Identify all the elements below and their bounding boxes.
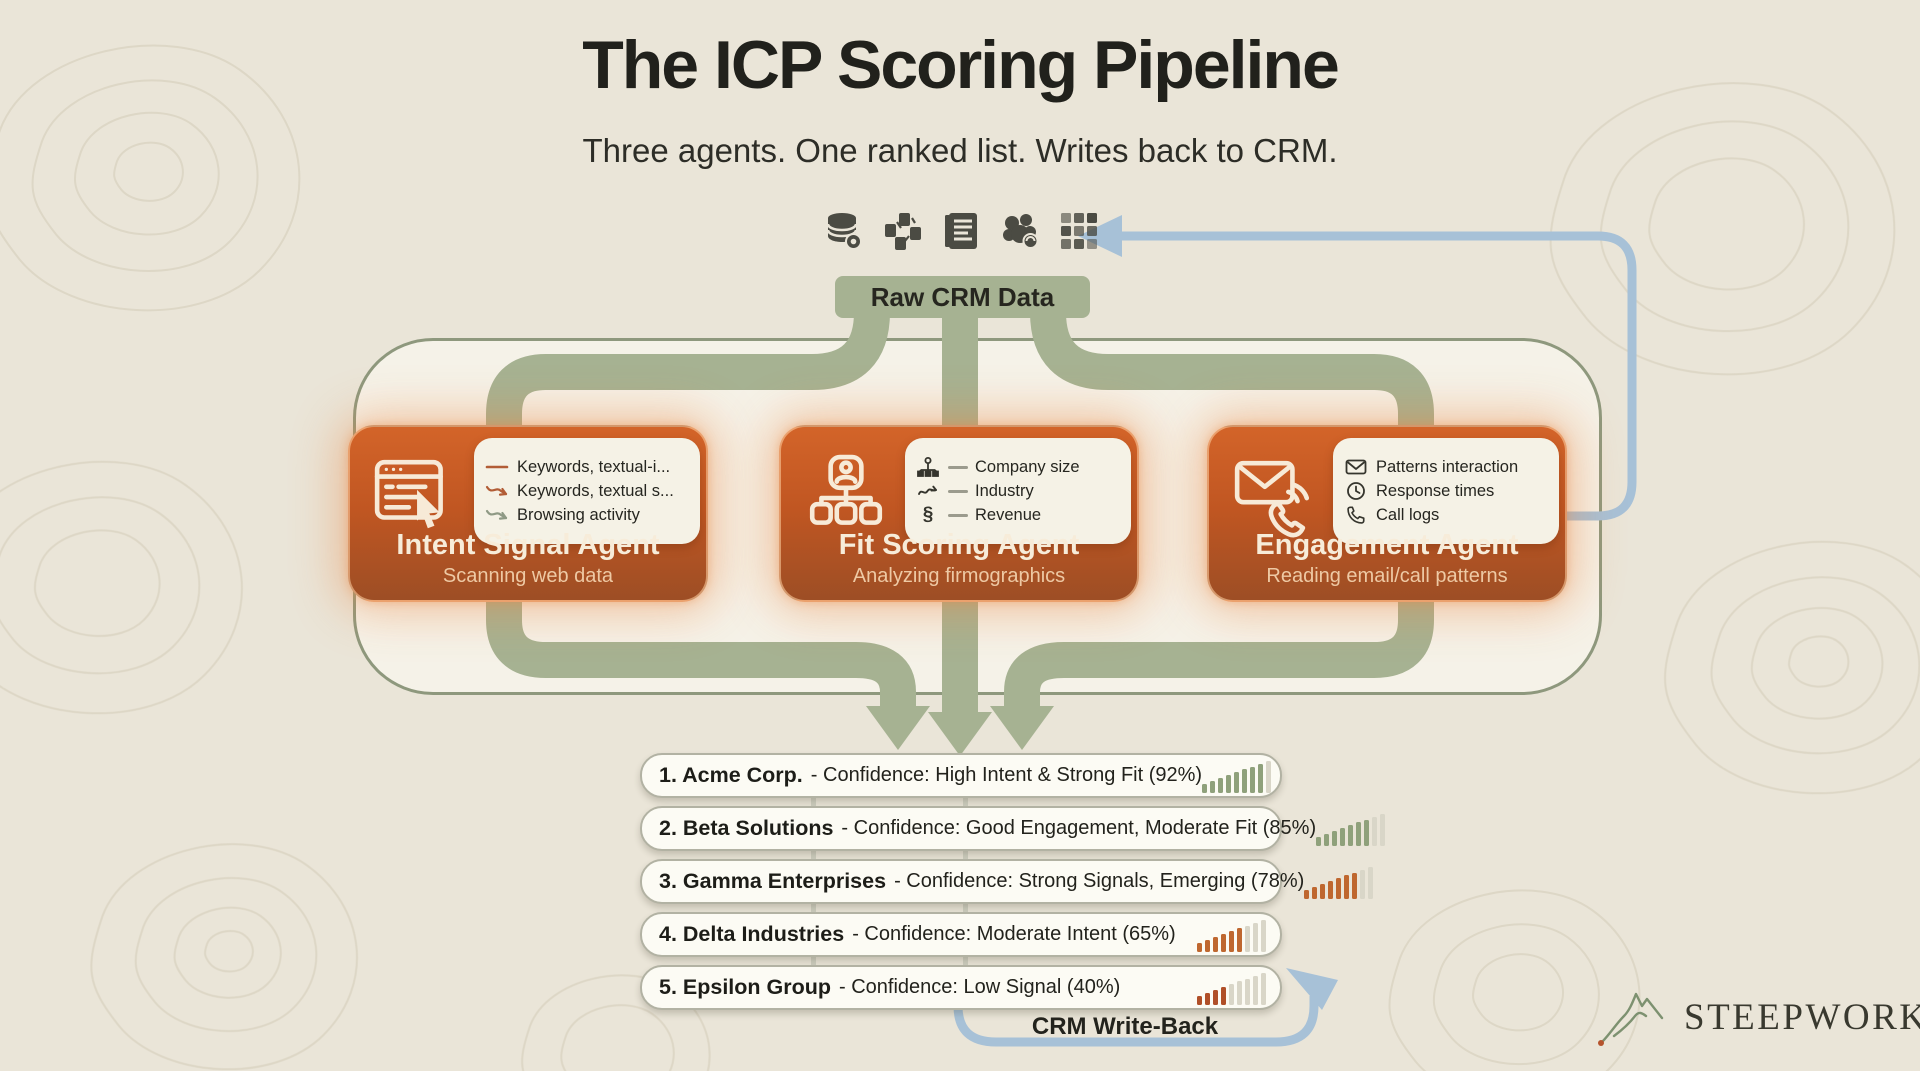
page-title: The ICP Scoring Pipeline	[582, 27, 1340, 103]
company-name: 5. Epsilon Group	[659, 975, 832, 999]
row-connector	[811, 955, 816, 966]
engagement-feature-panel: Patterns interaction Response times Call…	[1333, 438, 1559, 544]
feature-label: Company size	[975, 457, 1080, 476]
squiggle-icon	[915, 481, 941, 501]
mountain-logo-icon	[1598, 992, 1664, 1046]
feature-label: Call logs	[1376, 505, 1440, 524]
agent-card-fit: Company size Industry § Revenue Fit Scor…	[779, 425, 1139, 602]
arrow-writeback	[1286, 968, 1338, 1010]
company-name: 2. Beta Solutions	[659, 816, 834, 840]
confidence-bars	[1197, 971, 1266, 1005]
confidence-detail: - Confidence: Good Engagement, Moderate …	[841, 817, 1317, 839]
agent-title: Fit Scoring Agent	[838, 529, 1080, 561]
fit-feature-panel: Company size Industry § Revenue	[905, 438, 1131, 544]
agent-title: Engagement Agent	[1255, 529, 1519, 561]
feature-row: Response times	[1343, 481, 1549, 501]
ranked-list-row: 2. Beta Solutions - Confidence: Good Eng…	[640, 806, 1386, 851]
company-name: 1. Acme Corp.	[659, 763, 803, 787]
database-icon	[826, 213, 862, 250]
crm-source-icons	[822, 210, 1100, 252]
feature-label: Patterns interaction	[1376, 457, 1519, 476]
phone-icon	[1343, 505, 1369, 525]
crm-writeback-label: CRM Write-Back	[1031, 1013, 1219, 1040]
sync-docs-icon	[885, 213, 921, 250]
feature-row: Browsing activity	[484, 505, 690, 525]
sitemap-icon	[915, 457, 941, 477]
feature-label: Keywords, textual s...	[517, 481, 674, 500]
team-gear-icon	[1003, 214, 1039, 249]
feature-label: Keywords, textual-i...	[517, 457, 671, 476]
grid-icon	[1061, 213, 1097, 249]
section-sign-icon: §	[922, 504, 934, 525]
company-name: 3. Gamma Enterprises	[659, 869, 887, 893]
brand-logo: STEEPWORKS	[1596, 986, 1920, 1048]
dash-connector	[948, 489, 968, 493]
feature-label: Response times	[1376, 481, 1495, 500]
intent-feature-panel: Keywords, textual-i... Keywords, textual…	[474, 438, 700, 544]
feedback-loop-path	[953, 231, 1637, 1047]
row-connector	[963, 849, 968, 860]
agent-card-engagement: Patterns interaction Response times Call…	[1207, 425, 1567, 602]
envelope-icon	[1343, 457, 1369, 477]
org-chart-icon	[809, 454, 883, 525]
ranked-list-row: 3. Gamma Enterprises - Confidence: Stron…	[640, 859, 1374, 904]
feature-label: Industry	[975, 481, 1034, 500]
row-connector	[811, 902, 816, 913]
document-icon	[945, 213, 977, 249]
confidence-bars	[1197, 918, 1266, 952]
mail-phone-icon	[1234, 460, 1310, 538]
raw-crm-data-banner: Raw CRM Data	[835, 276, 1090, 318]
arrow-to-crm-data	[1078, 215, 1122, 257]
agent-subtitle: Reading email/call patterns	[1266, 565, 1508, 587]
browser-cursor-icon	[374, 459, 443, 529]
feature-label: Browsing activity	[517, 505, 640, 524]
row-connector	[811, 796, 816, 807]
brand-name: STEEPWORKS	[1684, 996, 1920, 1038]
row-connector	[963, 796, 968, 807]
row-connector	[963, 902, 968, 913]
row-connector	[811, 849, 816, 860]
feedback-arrowheads	[1078, 215, 1338, 1010]
confidence-detail: - Confidence: Strong Signals, Emerging (…	[894, 870, 1305, 892]
agent-card-intent: Keywords, textual-i... Keywords, textual…	[348, 425, 708, 602]
page-subtitle: Three agents. One ranked list. Writes ba…	[582, 132, 1338, 169]
clock-icon	[1343, 481, 1369, 501]
curve-arrow-gray-icon	[484, 505, 510, 525]
agent-subtitle: Scanning web data	[442, 565, 614, 587]
green-pipes	[486, 292, 1434, 716]
ranked-list-row: 1. Acme Corp. - Confidence: High Intent …	[640, 753, 1282, 798]
ranked-list-row: 4. Delta Industries - Confidence: Modera…	[640, 912, 1282, 957]
dash-connector	[948, 513, 968, 517]
feature-row: Industry	[915, 481, 1121, 501]
company-name: 4. Delta Industries	[659, 922, 845, 946]
agent-title: Intent Signal Agent	[396, 529, 660, 561]
straight-line-icon	[484, 457, 510, 477]
feature-row: Call logs	[1343, 505, 1549, 525]
feature-label: Revenue	[975, 505, 1042, 524]
row-connector	[963, 955, 968, 966]
confidence-bars	[1202, 759, 1272, 793]
green-arrowheads	[866, 706, 1054, 756]
confidence-detail: - Confidence: Moderate Intent (65%)	[852, 923, 1176, 945]
confidence-detail: - Confidence: High Intent & Strong Fit (…	[810, 764, 1203, 786]
feature-row: Keywords, textual-i...	[484, 457, 690, 477]
dash-connector	[948, 465, 968, 469]
confidence-detail: - Confidence: Low Signal (40%)	[839, 976, 1121, 998]
ranked-list-row: 5. Epsilon Group - Confidence: Low Signa…	[640, 965, 1282, 1010]
feature-row: Patterns interaction	[1343, 457, 1549, 477]
feature-row: Keywords, textual s...	[484, 481, 690, 501]
curve-arrow-orange-icon	[484, 481, 510, 501]
agent-subtitle: Analyzing firmographics	[852, 565, 1066, 587]
confidence-bars	[1304, 865, 1374, 899]
confidence-bars	[1316, 812, 1386, 846]
feature-row: Company size	[915, 457, 1121, 477]
feature-row: § Revenue	[915, 504, 1121, 525]
